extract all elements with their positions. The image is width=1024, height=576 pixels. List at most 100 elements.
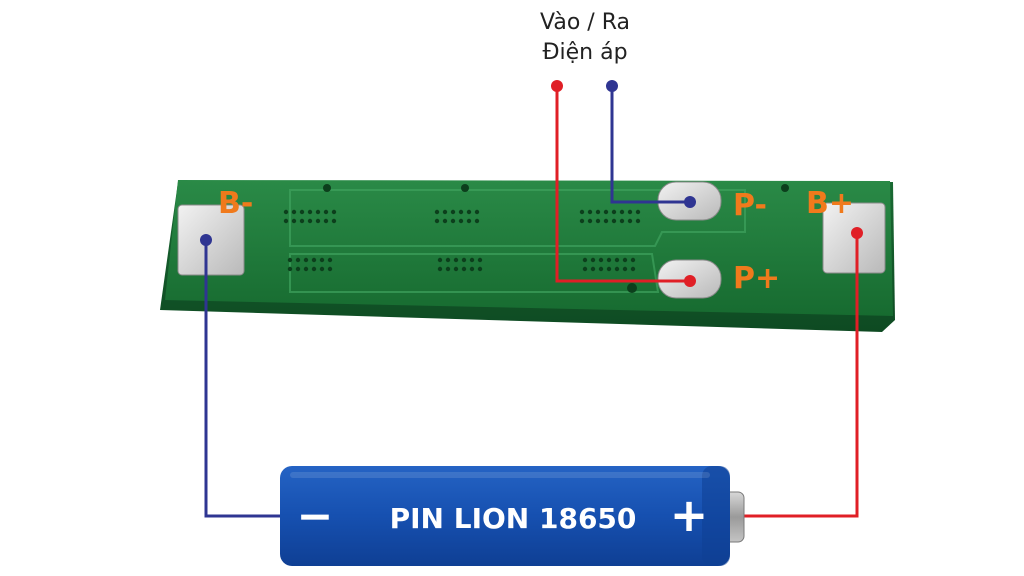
pcb-via-hole bbox=[587, 209, 593, 215]
lion-battery: − PIN LION 18650 + bbox=[280, 466, 745, 566]
pcb-via-hole bbox=[579, 218, 585, 224]
pcb-board bbox=[160, 180, 895, 332]
pcb-via-hole bbox=[474, 218, 480, 224]
pcb-via-hole bbox=[466, 218, 472, 224]
pcb-via-hole bbox=[606, 266, 612, 272]
pcb-via-hole bbox=[477, 257, 483, 263]
pcb-via-hole bbox=[614, 266, 620, 272]
pcb-via-hole bbox=[434, 218, 440, 224]
p-minus-label: P- bbox=[733, 188, 767, 223]
b-minus-label: B- bbox=[218, 186, 253, 221]
pcb-trace-upper bbox=[289, 189, 746, 247]
p-plus-wire-endpoint bbox=[551, 80, 563, 92]
pcb-via-hole bbox=[303, 257, 309, 263]
pcb-mount-hole bbox=[461, 184, 469, 192]
b-minus-pad-dot bbox=[200, 234, 212, 246]
pcb-via-hole bbox=[590, 266, 596, 272]
b-plus-label: B+ bbox=[806, 186, 854, 221]
p-plus-wire bbox=[555, 86, 690, 283]
pcb-via-hole bbox=[477, 266, 483, 272]
pcb-via-hole bbox=[307, 218, 313, 224]
pcb-via-hole bbox=[315, 218, 321, 224]
p-minus-wire bbox=[610, 86, 690, 204]
p-minus-pad-dot bbox=[684, 196, 696, 208]
pcb-via-hole bbox=[287, 266, 293, 272]
battery-highlight bbox=[290, 472, 710, 478]
pcb-via-hole bbox=[453, 257, 459, 263]
pcb-via-hole bbox=[291, 209, 297, 215]
pcb-via-hole bbox=[311, 266, 317, 272]
pcb-via-hole bbox=[442, 218, 448, 224]
pcb-via-hole bbox=[319, 257, 325, 263]
pcb-via-hole bbox=[287, 257, 293, 263]
pcb-via-hole bbox=[307, 209, 313, 215]
pcb-via-holes bbox=[283, 209, 641, 272]
pcb-via-hole bbox=[582, 257, 588, 263]
pcb-via-hole bbox=[450, 218, 456, 224]
pcb-via-hole bbox=[434, 209, 440, 215]
pcb-via-hole bbox=[299, 209, 305, 215]
pcb-via-hole bbox=[622, 266, 628, 272]
battery-negative-wire bbox=[204, 240, 292, 518]
voltage-io-label-line1: Vào / Ra bbox=[540, 10, 630, 35]
pcb-via-hole bbox=[303, 266, 309, 272]
pcb-via-hole bbox=[445, 257, 451, 263]
pcb-via-hole bbox=[437, 257, 443, 263]
pcb-via-hole bbox=[315, 209, 321, 215]
pcb-via-hole bbox=[598, 266, 604, 272]
pcb-via-hole bbox=[327, 257, 333, 263]
pcb-via-hole bbox=[627, 209, 633, 215]
p-minus-wire-endpoint bbox=[606, 80, 618, 92]
pcb-via-hole bbox=[622, 257, 628, 263]
voltage-io-label-line2: Điện áp bbox=[542, 40, 628, 65]
pcb-via-hole bbox=[299, 218, 305, 224]
pcb-via-hole bbox=[331, 209, 337, 215]
pcb-via-hole bbox=[598, 257, 604, 263]
pcb-via-hole bbox=[331, 218, 337, 224]
pcb-via-hole bbox=[619, 209, 625, 215]
pcb-via-hole bbox=[327, 266, 333, 272]
pcb-via-hole bbox=[283, 218, 289, 224]
pcb-mount-hole bbox=[323, 184, 331, 192]
pcb-via-hole bbox=[319, 266, 325, 272]
pcb-via-hole bbox=[469, 266, 475, 272]
p-plus-label: P+ bbox=[733, 261, 780, 296]
pcb-via-hole bbox=[461, 257, 467, 263]
pcb-via-hole bbox=[450, 209, 456, 215]
pcb-via-hole bbox=[590, 257, 596, 263]
pcb-mount-hole bbox=[781, 184, 789, 192]
pcb-via-hole bbox=[291, 218, 297, 224]
battery-label: PIN LION 18650 bbox=[390, 502, 637, 535]
pcb-trace-lower bbox=[289, 253, 660, 293]
pcb-via-hole bbox=[614, 257, 620, 263]
pcb-via-hole bbox=[469, 257, 475, 263]
pcb-via-hole bbox=[630, 257, 636, 263]
pcb-via-hole bbox=[630, 266, 636, 272]
b-plus-pad-dot bbox=[851, 227, 863, 239]
pcb-via-hole bbox=[619, 218, 625, 224]
pcb-via-hole bbox=[461, 266, 467, 272]
pcb-via-hole bbox=[283, 209, 289, 215]
pcb-via-hole bbox=[453, 266, 459, 272]
voltage-io-label: Vào / Ra Điện áp bbox=[520, 8, 650, 68]
pcb-via-hole bbox=[445, 266, 451, 272]
pcb-via-hole bbox=[635, 218, 641, 224]
battery-minus-sign: − bbox=[297, 491, 334, 542]
pcb-via-hole bbox=[474, 209, 480, 215]
p-plus-pad-dot bbox=[684, 275, 696, 287]
pcb-via-hole bbox=[582, 266, 588, 272]
pcb-via-hole bbox=[579, 209, 585, 215]
battery-body bbox=[280, 466, 730, 566]
pcb-via-hole bbox=[295, 266, 301, 272]
pcb-via-hole bbox=[595, 209, 601, 215]
battery-positive-wire bbox=[738, 233, 859, 518]
pcb-via-hole bbox=[323, 209, 329, 215]
pcb-via-hole bbox=[311, 257, 317, 263]
pcb-mount-hole bbox=[627, 283, 637, 293]
pcb-via-hole bbox=[603, 209, 609, 215]
battery-plus-sign: + bbox=[670, 488, 709, 542]
pcb-via-hole bbox=[611, 218, 617, 224]
pcb-surface bbox=[165, 180, 893, 316]
